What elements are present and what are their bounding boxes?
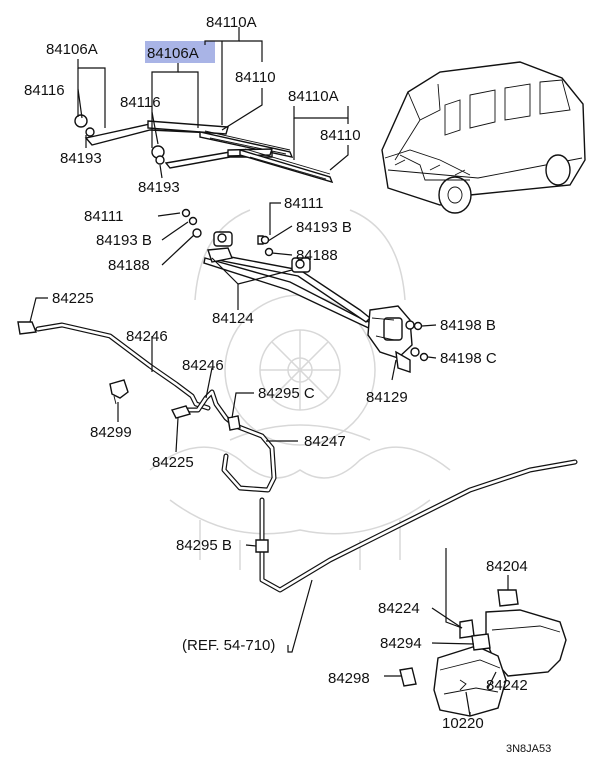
- label-84129: 84129: [366, 389, 408, 406]
- label-84224: 84224: [378, 600, 420, 617]
- washer-hoses: [35, 322, 578, 593]
- label-84111-left: 84111: [84, 208, 124, 225]
- label-84198C: 84198 C: [440, 350, 497, 367]
- label-84111-right: 84111: [284, 195, 324, 212]
- leader-lines-hose: [29, 297, 313, 653]
- label-84106A-left: 84106A: [46, 41, 98, 58]
- label-84242: 84242: [486, 677, 528, 694]
- fastener-set-left: [181, 208, 202, 238]
- label-84246-b: 84246: [182, 357, 224, 374]
- label-84116-mid: 84116: [120, 94, 161, 111]
- label-84116-left: 84116: [24, 82, 65, 99]
- label-84295C: 84295 C: [258, 385, 315, 402]
- wiper-linkage: [203, 231, 387, 338]
- highlight-box: [145, 41, 215, 63]
- label-84225-bottom: 84225: [152, 454, 194, 471]
- leader-lines-top: [77, 27, 349, 179]
- label-84124: 84124: [212, 310, 254, 327]
- label-84106A-highlighted: 84106A: [147, 45, 199, 62]
- leader-lines-tank: [384, 548, 509, 717]
- label-84193B-left: 84193 B: [96, 232, 152, 249]
- label-84299: 84299: [90, 424, 132, 441]
- label-84110-top: 84110: [235, 69, 276, 86]
- washer-tank: [399, 589, 567, 717]
- label-84110A-right: 84110A: [288, 88, 339, 105]
- label-84188-right: 84188: [296, 247, 338, 264]
- label-84295B: 84295 B: [176, 537, 232, 554]
- wiper-motor: [367, 305, 420, 373]
- hose-fittings: [17, 321, 269, 553]
- label-84225-top: 84225: [52, 290, 94, 307]
- label-84110-right: 84110: [320, 127, 361, 144]
- watermark-emblem: [149, 209, 451, 570]
- wiper-blade-right: [239, 148, 334, 184]
- label-10220: 10220: [442, 715, 484, 732]
- van-illustration: [381, 61, 586, 214]
- label-84188-left: 84188: [108, 257, 150, 274]
- label-84198B: 84198 B: [440, 317, 496, 334]
- drawing-code: 3N8JA53: [506, 743, 551, 755]
- label-84298: 84298: [328, 670, 370, 687]
- label-84110A-top: 84110A: [206, 14, 257, 31]
- label-84193B-right: 84193 B: [296, 219, 352, 236]
- label-84204: 84204: [486, 558, 528, 575]
- part-labels: 84110A 84106A 84106A 84110 84116 84116 8…: [24, 14, 551, 755]
- label-84193-mid: 84193: [138, 179, 180, 196]
- leader-lines-mid: [157, 202, 437, 381]
- label-ref-54-710: (REF. 54-710): [182, 637, 275, 654]
- fastener-set-right: [257, 235, 429, 362]
- label-84193-left: 84193: [60, 150, 102, 167]
- label-84246-a: 84246: [126, 328, 168, 345]
- label-84294: 84294: [380, 635, 422, 652]
- label-84247: 84247: [304, 433, 346, 450]
- wiper-arm-left: [74, 114, 229, 146]
